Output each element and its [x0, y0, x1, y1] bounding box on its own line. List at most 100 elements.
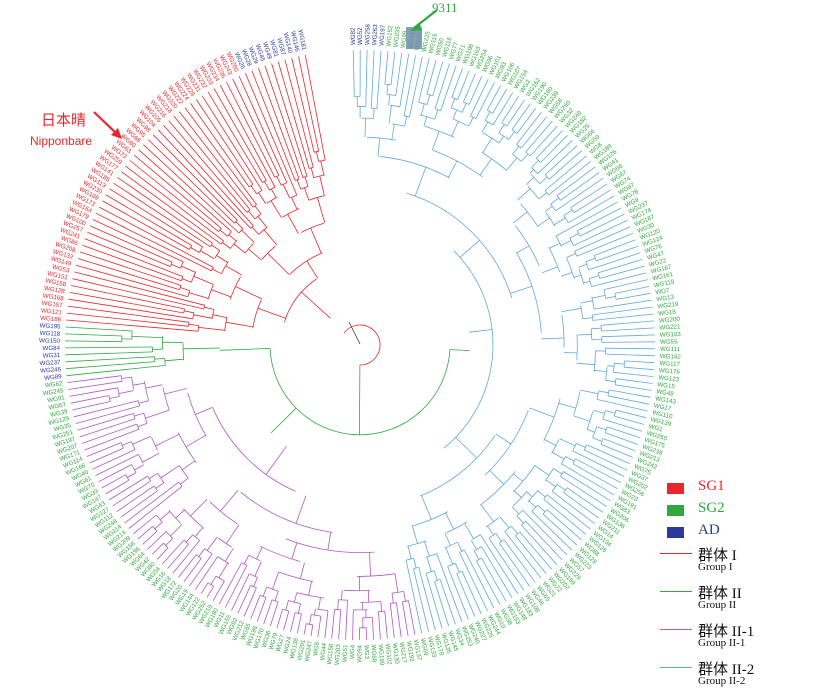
tree-branch: [557, 167, 595, 196]
tree-branch: [283, 184, 290, 198]
tree-branch: [212, 269, 221, 274]
leaf-label: WG195: [39, 322, 61, 330]
tree-branch: [225, 548, 233, 561]
tree-branch: [304, 624, 306, 635]
tree-branch: [499, 125, 505, 133]
tree-branch: [557, 484, 565, 490]
tree-branch: [156, 434, 180, 446]
tree-branch: [305, 55, 325, 160]
tree-branch: [389, 95, 390, 105]
tree-branch: [452, 121, 459, 136]
tree-branch: [254, 578, 258, 587]
tree-branch: [463, 102, 469, 105]
tree-branch: [589, 279, 591, 287]
tree-branch: [448, 161, 457, 177]
tree-branch: [607, 366, 614, 367]
tree-branch: [560, 472, 563, 477]
tree-branch: [435, 64, 449, 109]
tree-branch: [199, 549, 205, 557]
tree-branch: [220, 230, 228, 236]
tree-branch: [344, 325, 380, 365]
tree-branch: [90, 448, 124, 463]
tree-branch: [374, 109, 375, 119]
tree-branch: [606, 348, 656, 349]
tree-branch: [562, 315, 564, 348]
tree-branch: [113, 481, 151, 506]
tree-branch: [426, 571, 434, 574]
tree-branch: [499, 540, 504, 543]
legend-item-group2: 群体 II Group II: [655, 582, 815, 620]
tree-branch: [239, 76, 287, 183]
tree-branch: [426, 573, 442, 628]
tree-branch: [469, 76, 482, 104]
tree-branch: [133, 383, 145, 385]
leaf-label: WG111: [660, 346, 681, 353]
tree-branch: [339, 600, 348, 601]
tree-branch: [539, 193, 547, 199]
tree-branch: [183, 348, 220, 349]
tree-branch: [517, 108, 536, 133]
tree-branch: [446, 548, 453, 565]
tree-branch: [131, 442, 135, 450]
tree-branch: [258, 308, 286, 318]
tree-branch: [510, 286, 532, 293]
tree-branch: [309, 167, 313, 168]
tree-branch: [149, 473, 158, 478]
tree-branch: [513, 146, 519, 154]
group1-line: [660, 553, 692, 554]
tree-branch: [409, 57, 422, 117]
tree-branch: [380, 156, 450, 178]
tree-branch: [516, 253, 541, 333]
tree-branch: [148, 140, 234, 224]
tree-branch: [300, 563, 304, 579]
tree-branch: [255, 206, 261, 214]
tree-branch: [487, 110, 493, 113]
group2-1-line: [660, 629, 692, 630]
tree-branch: [230, 240, 237, 248]
tree-branch: [184, 311, 194, 313]
tree-branch: [543, 514, 577, 545]
tree-branch: [184, 309, 185, 313]
group2-en-label: Group II: [698, 599, 736, 611]
tree-branch: [499, 133, 509, 140]
tree-branch: [502, 96, 519, 123]
tree-branch: [504, 540, 535, 583]
tree-branch: [567, 258, 575, 279]
tree-branch: [305, 177, 308, 187]
tree-branch: [516, 226, 540, 266]
tree-branch: [194, 276, 214, 284]
tree-branch: [191, 248, 200, 253]
tree-branch: [445, 534, 450, 546]
legend-item-sg1: SG1: [655, 478, 815, 500]
tree-branch: [255, 561, 262, 576]
tree-branch: [201, 583, 208, 594]
tree-branch: [545, 191, 549, 195]
tree-branch: [415, 167, 426, 196]
tree-branch: [606, 367, 608, 380]
group2-2-en-label: Group II-2: [698, 675, 745, 687]
tree-branch: [74, 272, 205, 305]
tree-branch: [275, 591, 278, 601]
tree-branch: [102, 475, 126, 488]
tree-branch: [168, 544, 189, 568]
tree-branch: [389, 105, 391, 123]
tree-branch: [395, 574, 398, 593]
tree-branch: [606, 380, 616, 382]
tree-branch: [404, 116, 409, 117]
tree-branch: [169, 510, 181, 523]
tree-branch: [483, 138, 492, 153]
tree-branch: [499, 543, 529, 586]
tree-branch: [87, 232, 170, 266]
tree-branch: [134, 413, 144, 416]
tree-branch: [465, 523, 474, 538]
tree-branch: [71, 396, 109, 404]
tree-branch: [499, 136, 504, 143]
tree-branch: [538, 140, 573, 173]
tree-branch: [385, 611, 388, 639]
tree-branch: [158, 473, 164, 482]
tree-branch: [286, 601, 289, 611]
tree-branch: [561, 172, 600, 200]
tree-branch: [321, 161, 324, 175]
tree-branch: [385, 84, 391, 85]
tree-branch: [297, 593, 324, 598]
